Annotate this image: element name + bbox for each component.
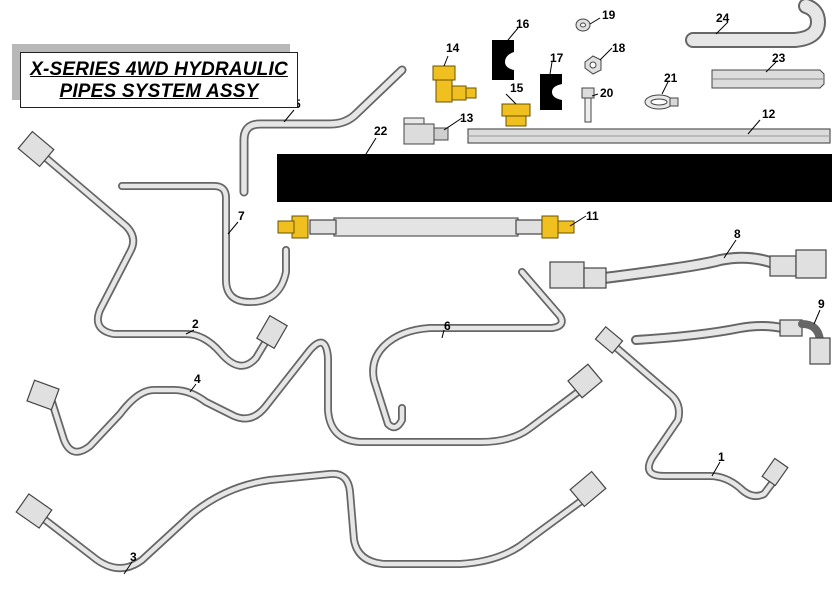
- label-part-2: 2: [192, 317, 199, 331]
- label-part-6: 6: [444, 319, 451, 333]
- label-part-14: 14: [446, 41, 460, 55]
- part-24-hook: [685, 0, 826, 48]
- part-17-clamp: [540, 74, 562, 110]
- label-part-19: 19: [602, 8, 616, 22]
- part-4-pipe: [26, 338, 603, 456]
- label-part-16: 16: [516, 17, 530, 31]
- title-line-2: PIPES SYSTEM ASSY: [59, 81, 259, 102]
- label-part-3: 3: [130, 550, 137, 564]
- label-part-13: 13: [460, 111, 474, 125]
- part-19-washer: [575, 18, 591, 32]
- label-part-20: 20: [600, 86, 614, 100]
- label-part-24: 24: [716, 11, 730, 25]
- label-part-11: 11: [586, 209, 599, 223]
- title-line-1: X-SERIES 4WD HYDRAULIC: [30, 59, 288, 80]
- part-6-pipe: [369, 268, 566, 432]
- label-part-8: 8: [734, 227, 741, 241]
- part-22-black-hose: [277, 154, 832, 202]
- part-23-sleeve: [711, 69, 825, 89]
- label-part-22: 22: [374, 124, 388, 138]
- part-5-pipe: [239, 65, 407, 197]
- label-part-12: 12: [762, 107, 776, 121]
- label-part-18: 18: [612, 41, 626, 55]
- label-part-15: 15: [510, 81, 524, 95]
- part-13-fitting: [403, 117, 449, 145]
- part-2-pipe: [17, 130, 288, 370]
- part-12-bar: [467, 128, 831, 144]
- label-part-23: 23: [772, 51, 786, 65]
- part-3-pipe: [15, 469, 607, 572]
- part-15-brass-fitting: [501, 103, 531, 127]
- part-21-hose-clamp: [644, 94, 679, 110]
- label-part-21: 21: [664, 71, 678, 85]
- part-20-bolt: [581, 87, 595, 123]
- part-18-nut: [584, 55, 602, 75]
- part-9-hose: [631, 319, 831, 365]
- part-7-pipe: [118, 182, 290, 306]
- label-part-17: 17: [550, 51, 564, 65]
- part-16-clamp: [492, 40, 514, 80]
- label-part-9: 9: [818, 297, 825, 311]
- label-part-7: 7: [238, 209, 245, 223]
- part-1-pipe: [594, 325, 789, 500]
- part-8-hose: [549, 249, 827, 289]
- label-part-4: 4: [194, 372, 201, 386]
- leader-lines: [123, 17, 821, 575]
- title-box: X-SERIES 4WD HYDRAULIC PIPES SYSTEM ASSY: [20, 52, 298, 108]
- part-14-brass-elbow: [432, 65, 477, 103]
- label-part-1: 1: [718, 450, 725, 464]
- part-11-hose: [277, 215, 575, 239]
